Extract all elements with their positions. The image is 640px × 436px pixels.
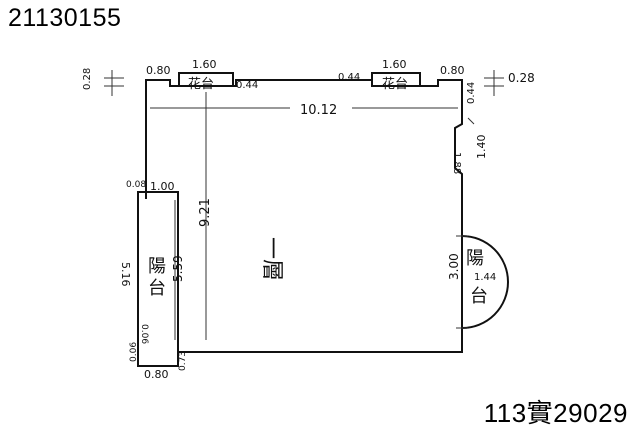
dim-lower-tag: 0.73: [178, 351, 188, 371]
left-balcony-label-2: 台: [148, 278, 166, 299]
dim-overall-depth: 9.21: [198, 198, 213, 227]
dim-planter-left-gap: 0.80: [146, 64, 171, 77]
dim-left-offset: 0.28: [82, 68, 93, 90]
plan-id-label: 21130155: [8, 4, 122, 32]
dim-right-balcony-w: 3.00: [447, 253, 461, 280]
left-balcony-outline: [137, 191, 179, 367]
planter-left-label: 花台: [188, 76, 214, 92]
right-balcony-outline: [460, 234, 509, 330]
planter-right-box: [371, 72, 421, 87]
dim-left-small-c: 0.06: [139, 324, 149, 344]
dim-left-step-low: 0.80: [144, 368, 169, 381]
dim-planter-left-d: 0.44: [236, 80, 258, 91]
dim-right-side-a: 0.44: [466, 82, 477, 104]
main-floor-outline: [145, 79, 463, 353]
dim-planter-right-w: 1.60: [382, 58, 407, 71]
left-balcony-label-1: 陽: [148, 256, 166, 277]
right-balcony-label-2: 台: [470, 286, 488, 307]
dim-planter-right-d: 0.44: [338, 72, 360, 83]
dim-planter-left-w: 1.60: [192, 58, 217, 71]
case-code-label: 113實29029: [483, 398, 628, 428]
dim-left-small-a: 0.08: [126, 180, 146, 190]
dim-left-step-top: 1.00: [150, 180, 175, 193]
main-floor-label: 一層: [259, 237, 284, 281]
dim-planter-right-gap: 0.80: [440, 64, 465, 77]
planter-right-label: 花台: [382, 76, 408, 92]
dim-right-balcony-d: 1.44: [474, 272, 496, 283]
planter-left-box: [178, 72, 234, 87]
dim-balcony-depth: 5.16: [119, 262, 132, 287]
dim-right-side-b: 1.40: [475, 135, 488, 160]
dim-left-small-b: 0.06: [129, 342, 139, 362]
dim-right-side-c: 1.88: [451, 152, 462, 174]
dim-right-offset: 0.28: [508, 71, 535, 85]
dim-left-depth: 5.59: [171, 255, 185, 282]
right-balcony-label-1: 陽: [466, 248, 484, 269]
dim-overall-width: 10.12: [300, 103, 337, 118]
